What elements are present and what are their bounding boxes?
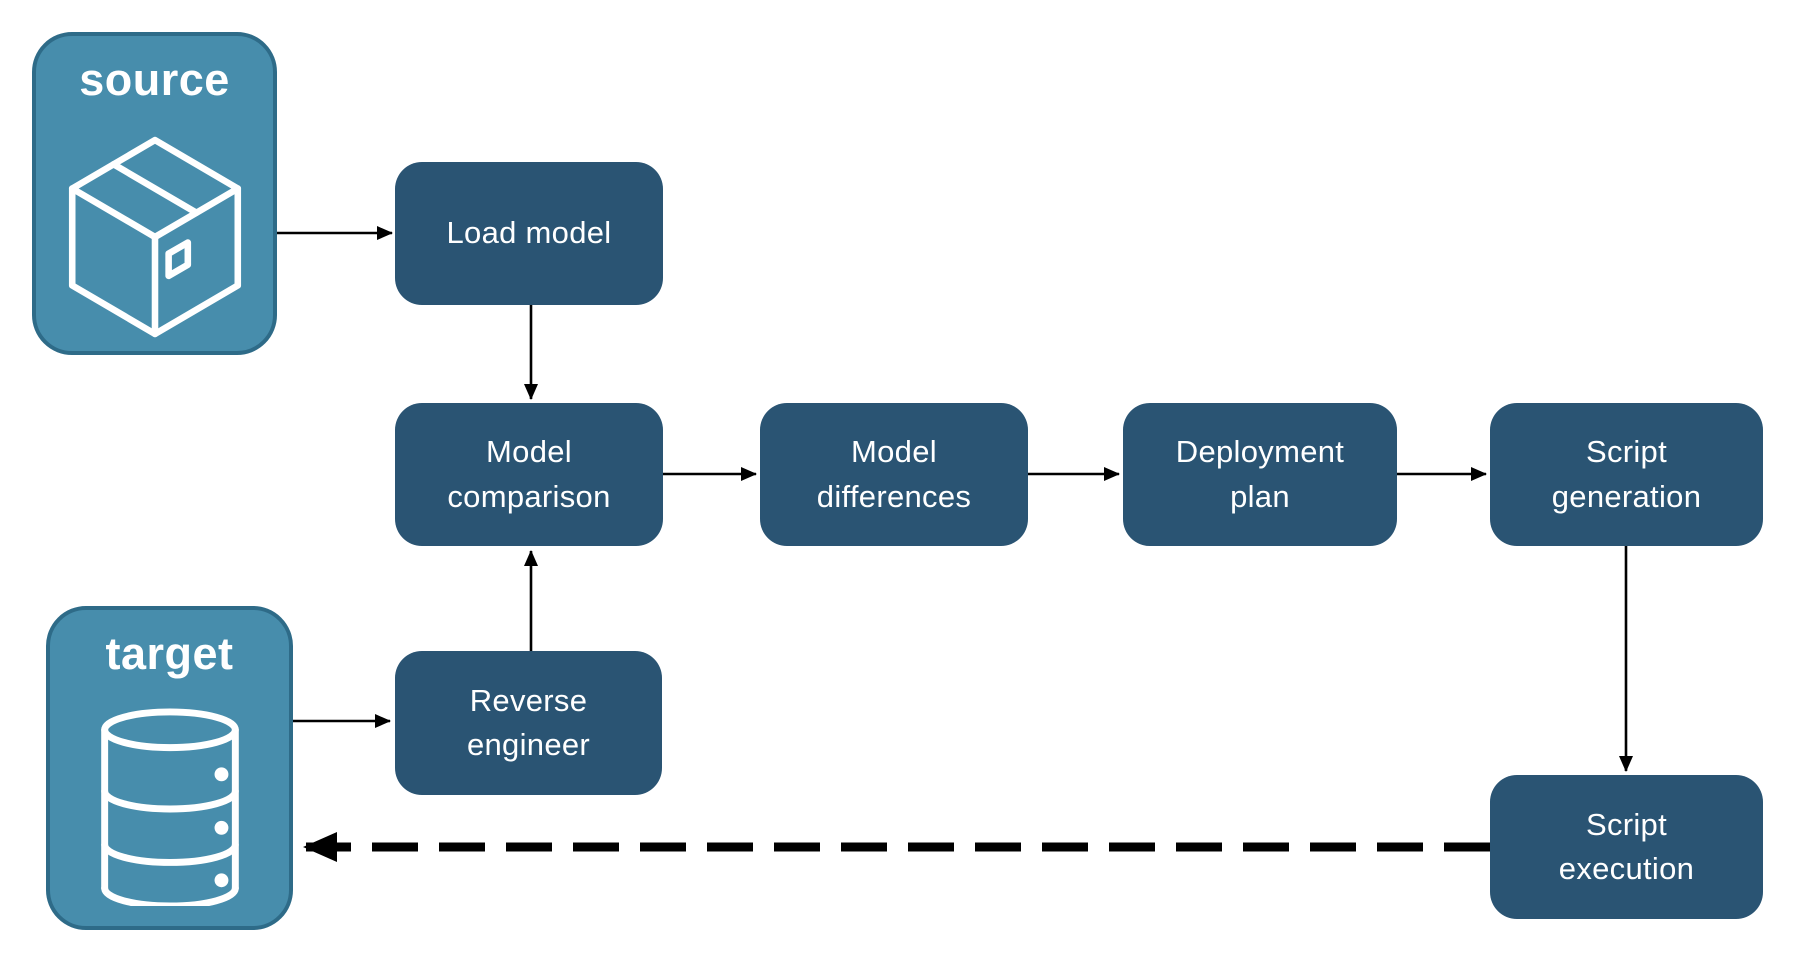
- node-load-model-label: Load model: [446, 215, 612, 251]
- node-script-generation: Script generation: [1490, 403, 1763, 546]
- source-box: source: [32, 32, 277, 355]
- node-deployment-plan-label: Deployment plan: [1175, 434, 1345, 514]
- node-reverse-engineer: Reverse engineer: [395, 651, 662, 795]
- node-script-execution-label: Script execution: [1558, 806, 1695, 886]
- node-model-differences-label: Model differences: [816, 434, 972, 514]
- node-script-execution: Script execution: [1490, 775, 1763, 919]
- node-reverse-engineer-label: Reverse engineer: [466, 682, 591, 762]
- node-model-comparison-label: Model comparison: [447, 434, 611, 514]
- node-deployment-plan: Deployment plan: [1123, 403, 1397, 546]
- node-model-differences: Model differences: [760, 403, 1028, 546]
- node-model-comparison: Model comparison: [395, 403, 663, 546]
- target-label: target: [105, 628, 234, 679]
- node-script-generation-label: Script generation: [1551, 434, 1702, 514]
- source-label: source: [79, 54, 230, 105]
- target-box: target: [46, 606, 293, 930]
- package-icon: [68, 136, 241, 338]
- node-load-model: Load model: [395, 162, 663, 305]
- database-icon: [100, 708, 239, 906]
